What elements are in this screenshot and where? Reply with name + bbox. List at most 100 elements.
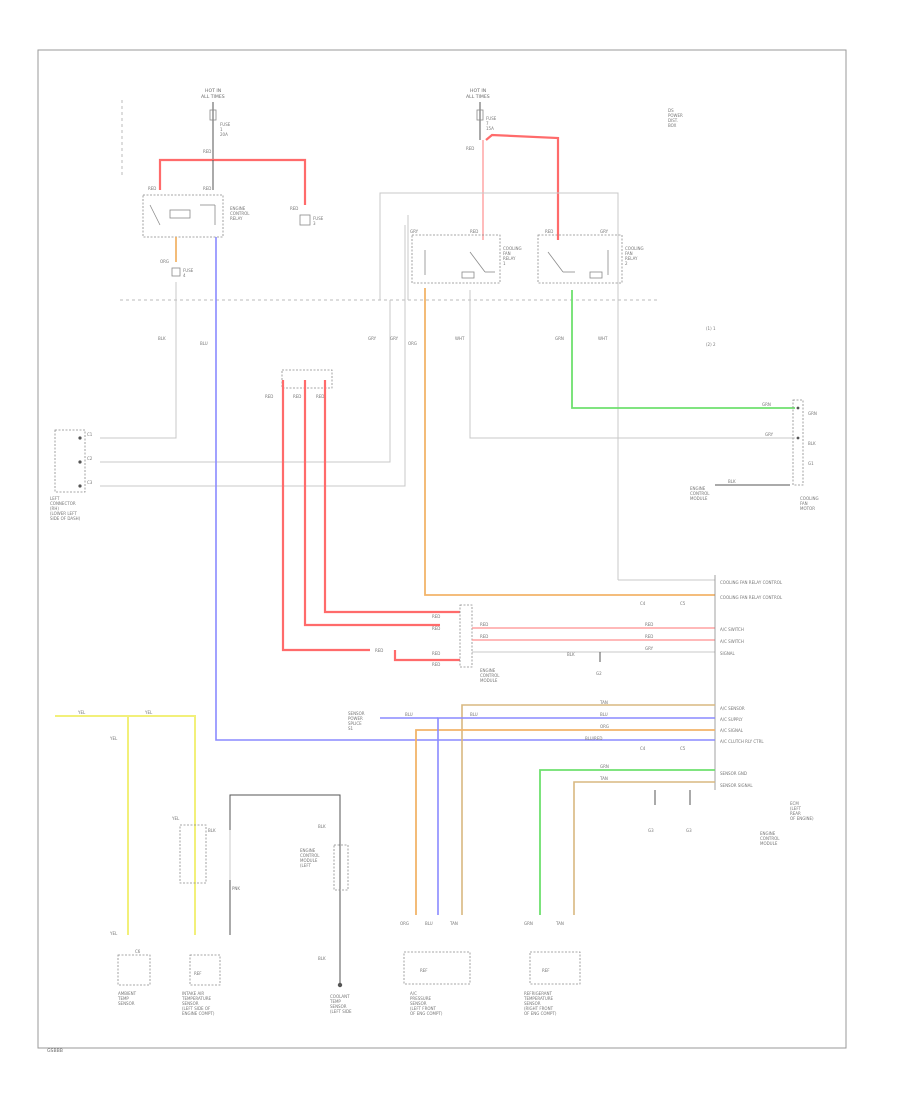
wire-label-yel-4: YEL — [109, 931, 118, 936]
svg-text:BLK: BLK — [208, 828, 216, 833]
svg-text:A/C SUPPLY: A/C SUPPLY — [720, 717, 743, 722]
svg-text:COOLING FAN RELAY CONTROL: COOLING FAN RELAY CONTROL — [720, 595, 783, 600]
wire-label-red-b: RED — [480, 634, 488, 639]
svg-text:FAN: FAN — [800, 501, 808, 506]
svg-text:SENSOR: SENSOR — [118, 1001, 135, 1006]
svg-text:15A: 15A — [486, 126, 494, 131]
svg-text:BLK: BLK — [728, 479, 736, 484]
svg-text:ENGINE: ENGINE — [230, 206, 246, 211]
legend-item-1: (1) 1 — [706, 326, 716, 331]
tan-wire-refrigerant — [573, 781, 715, 915]
svg-text:ENGINE: ENGINE — [760, 831, 776, 836]
fuse-4-block: ORG FUSE 4 — [160, 259, 194, 278]
wire-label-pnk: PNK — [232, 886, 240, 891]
orange-wire-ecm — [424, 288, 715, 596]
svg-text:SENSOR: SENSOR — [182, 1001, 199, 1006]
switch-box: RED RED RED — [265, 369, 333, 399]
svg-text:SENSOR: SENSOR — [348, 711, 365, 716]
wire-label-red-a: RED — [480, 622, 488, 627]
svg-text:FUSE: FUSE — [313, 216, 324, 221]
wire-label-yel-2: YEL — [144, 710, 153, 715]
wire-label-wht-1: WHT — [455, 336, 465, 341]
svg-text:COOLING FAN RELAY CONTROL: COOLING FAN RELAY CONTROL — [720, 580, 783, 585]
svg-text:MODULE: MODULE — [300, 858, 318, 863]
wire-label-tan-ref: TAN — [599, 776, 608, 781]
sensor-power-splice: SENSOR POWER SPLICE S1 BLU BLU TAN BLU O… — [348, 700, 609, 741]
wire-label-red-d: RED — [645, 634, 653, 639]
red-wire-engine-relay — [158, 158, 307, 205]
svg-text:RED: RED — [470, 229, 478, 234]
svg-text:CONNECTOR: CONNECTOR — [50, 501, 76, 506]
svg-text:DIST.: DIST. — [668, 118, 678, 123]
svg-text:RED: RED — [203, 186, 211, 191]
ground-label-3: G3 — [648, 828, 654, 833]
svg-text:C3: C3 — [87, 480, 93, 485]
wire-label-gry-fan: GRY — [765, 432, 774, 437]
svg-text:REAR: REAR — [790, 811, 801, 816]
svg-text:SPLICE: SPLICE — [348, 721, 362, 726]
svg-text:CONTROL: CONTROL — [230, 211, 250, 216]
yellow-wire-top — [55, 715, 196, 935]
svg-text:BLU: BLU — [600, 712, 608, 717]
wire-label-yel-3: YEL — [109, 736, 118, 741]
splice-block: RED RED RED RED RED — [375, 604, 473, 668]
svg-text:MODULE: MODULE — [480, 678, 498, 683]
green-wire-refrigerant — [539, 769, 715, 915]
red-wire-fan-relays — [485, 133, 560, 240]
svg-text:SENSOR: SENSOR — [410, 1001, 427, 1006]
svg-text:RED: RED — [265, 394, 273, 399]
svg-text:BLU: BLU — [470, 712, 478, 717]
svg-text:S1: S1 — [348, 726, 354, 731]
gray-wire-fan-motor — [469, 290, 795, 439]
svg-text:YEL: YEL — [171, 816, 180, 821]
svg-text:RELAY: RELAY — [625, 256, 638, 261]
svg-text:GRN: GRN — [524, 921, 533, 926]
footer-code: GSBBB — [47, 1048, 63, 1054]
svg-text:OF ENG COMPT): OF ENG COMPT) — [524, 1011, 557, 1016]
svg-text:CONTROL: CONTROL — [480, 673, 500, 678]
ecm-connector-block: COOLING FAN RELAY CONTROL COOLING FAN RE… — [714, 575, 783, 790]
svg-text:RED: RED — [203, 149, 211, 154]
svg-text:RED: RED — [432, 651, 440, 656]
svg-text:ORG: ORG — [400, 921, 409, 926]
ecm-lower-label: ENGINE CONTROL MODULE — [760, 831, 780, 846]
gray-wire-2 — [100, 300, 391, 463]
svg-text:C2: C2 — [87, 456, 93, 461]
svg-text:2: 2 — [625, 261, 628, 266]
svg-text:(LEFT: (LEFT — [300, 863, 312, 868]
svg-text:MOTOR: MOTOR — [800, 506, 815, 511]
svg-text:RED: RED — [293, 394, 301, 399]
svg-text:REF: REF — [542, 968, 550, 973]
svg-text:SIDE OF DASH): SIDE OF DASH) — [50, 516, 81, 521]
refrigerant-temp-sensor: REF GRN TAN REFRIGERANT TEMPERATURE SENS… — [523, 921, 581, 1016]
svg-text:RELAY: RELAY — [230, 216, 243, 221]
svg-text:RELAY: RELAY — [503, 256, 516, 261]
svg-text:RED: RED — [148, 186, 156, 191]
wire-label-gry-2: GRY — [390, 336, 399, 341]
svg-text:BLK: BLK — [318, 956, 326, 961]
svg-text:C6: C6 — [135, 949, 141, 954]
wire-label-blu-1: BLU — [200, 341, 208, 346]
blue-wire-sensor — [437, 717, 715, 915]
svg-text:TEMP: TEMP — [117, 996, 129, 1001]
svg-text:FAN: FAN — [625, 251, 633, 256]
svg-text:FUSE: FUSE — [220, 122, 231, 127]
svg-text:INTAKE AIR: INTAKE AIR — [182, 991, 204, 996]
orange-wire-sensor — [415, 729, 715, 915]
svg-text:HOT IN: HOT IN — [470, 88, 486, 94]
svg-text:SIGNAL: SIGNAL — [720, 651, 736, 656]
svg-text:BLU/RED: BLU/RED — [585, 736, 602, 741]
svg-text:REF: REF — [194, 971, 202, 976]
svg-text:SENSOR SIGNAL: SENSOR SIGNAL — [720, 783, 753, 788]
ac-pressure-sensor: REF ORG BLU TAN A/C PRESSURE SENSOR (LEF… — [400, 921, 471, 1016]
wire-label-grn-ref: GRN — [600, 764, 609, 769]
svg-text:CONTROL: CONTROL — [300, 853, 320, 858]
cooling-fan-relay-2: COOLING FAN RELAY 2 RED GRY — [537, 229, 644, 284]
coolant-temp-sensor: BLK ENGINE CONTROL MODULE (LEFT BLK COOL… — [300, 824, 352, 1014]
intake-air-temp-sensor: BLK YEL REF INTAKE AIR TEMPERATURE SENSO… — [171, 816, 221, 1016]
svg-text:(RH): (RH) — [50, 506, 59, 511]
left-fuse-source: HOT IN ALL TIMES FUSE 1 20A RED — [201, 88, 231, 168]
svg-text:TAN: TAN — [449, 921, 458, 926]
ambient-temp-sensor: C6 AMBIENT TEMP SENSOR — [117, 949, 151, 1006]
